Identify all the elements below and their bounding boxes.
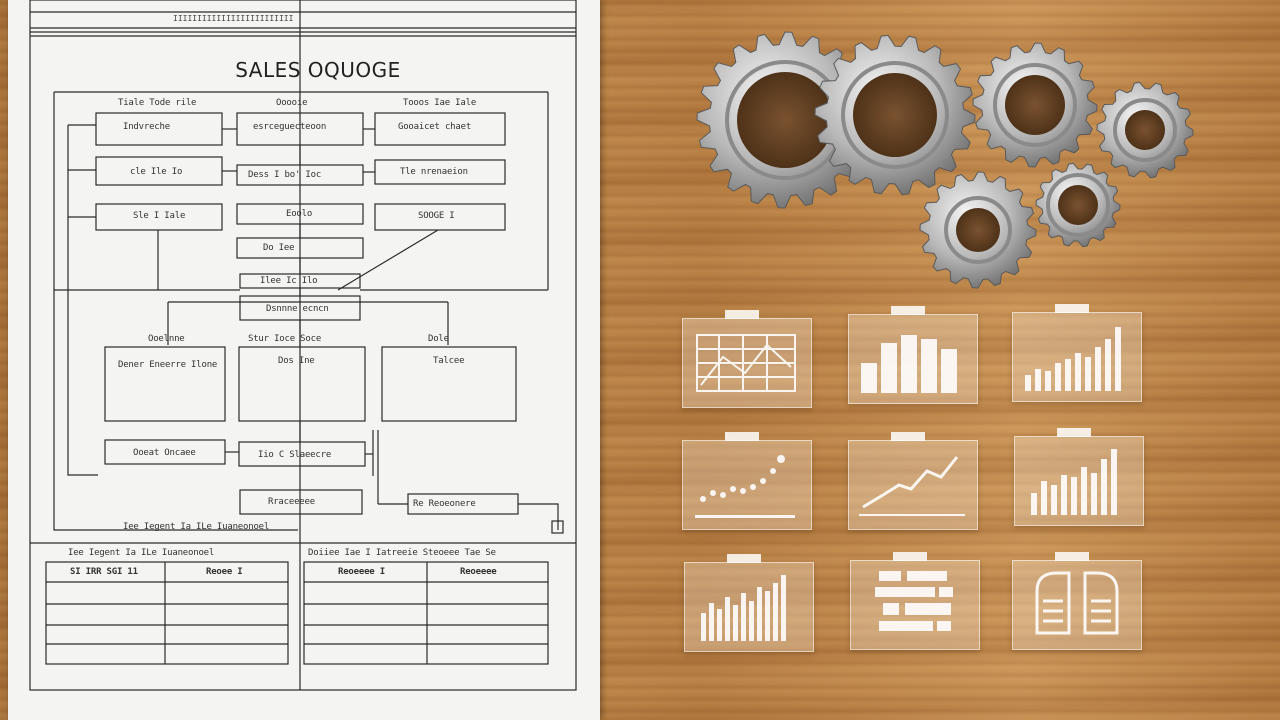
flow-label: Iio C Slaeecre [258,450,332,460]
table-header: Reoeeee [460,567,497,577]
card-tab [891,306,925,315]
gear-hole [1005,75,1065,135]
gear-hub-ring [841,61,949,169]
flow-label: Talcee [433,356,465,366]
card-tab [725,432,759,441]
document-header-text: IIIIIIIIIIIIIIIIIIIIIIIII [173,14,294,23]
flow-label: Gooaicet chaet [398,122,472,132]
flow-label: Dess I bo' Ioc [248,170,322,180]
gear-hub-ring [944,196,1012,264]
flow-label: Dole [428,334,449,344]
flow-label: Eoolo [286,209,313,219]
flow-label: Tle nrenaeion [400,167,468,177]
card-tab [893,552,927,561]
rising-bars-icon [1025,327,1121,391]
card-tab [1055,304,1089,313]
flow-label: Indvreche [123,122,170,132]
chart-card-bars [848,306,978,404]
table-header: Reoeeee I [338,567,385,577]
flow-label: Dsnnne ecncn [266,304,329,314]
gear-hole [1125,110,1165,150]
gear-hole [956,208,1000,252]
footer-caption: Iee Iegent Ia ILe Iuaneonoel [123,522,270,532]
chart-card-bars-rising [1012,304,1142,402]
sales-document: IIIIIIIIIIIIIIIIIIIIIIIII SALES OQUOGE T… [8,0,600,720]
chart-card-bars-2 [1014,428,1144,526]
card-tab [725,310,759,319]
metal-gears [696,31,1194,289]
flow-label: cle Ile Io [130,167,183,177]
gear-hole [737,72,833,168]
flow-label: Re Reoeonere [413,499,476,509]
bar-chart-icon [861,335,957,393]
bar-histogram-icon [1031,449,1117,515]
flow-label: Do Iee [263,243,295,253]
grid-chart-icon [696,334,796,392]
flow-blocks-icon [875,571,953,631]
flow-label: Ooooie [276,98,308,108]
flow-label: esrceguecteoon [253,122,327,132]
document-title: SALES OQUOGE [235,58,401,82]
chart-card-flow [850,552,980,650]
document-line-art [29,0,577,691]
gear-hub-ring [1046,173,1110,237]
flow-label: Dener Eneerre Ilone [118,360,218,370]
histogram-icon [701,575,786,641]
scatter-trend-icon [695,455,795,518]
gear-hub-ring [1113,98,1177,162]
section-caption: Doiiee Iae I Iatreeie Steoeee Tae Se [308,548,496,558]
flow-label: Dos Ine [278,356,315,366]
table-header: SI IRR SGI 11 [70,567,138,577]
gear-hub-ring [993,63,1077,147]
table-header: Reoee I [206,567,243,577]
chart-card-docs [1012,552,1142,650]
flow-label: Rraceeeee [268,497,315,507]
flow-label: Tiale Tode rile [118,98,197,108]
flow-label: Ooelnne [148,334,185,344]
flow-label: Ooeat Oncaee [133,448,196,458]
line-trend-icon [859,456,965,516]
flow-label: Stur Ioce Soce [248,334,322,344]
flow-label: Tooos Iae Iale [403,98,477,108]
document-pair-icon [1035,571,1119,635]
card-tab [1057,428,1091,437]
chart-card-line [848,432,978,530]
card-tab [1055,552,1089,561]
gear-hole [853,73,937,157]
section-caption: Iee Iegent Ia ILe Iuaneonoel [68,548,215,558]
gear-hole [1058,185,1098,225]
chart-card-grid [682,310,812,408]
flow-label: SOOGE I [418,211,455,221]
chart-card-scatter [682,432,812,530]
flow-label: Ilee Ic Ilo [260,276,318,286]
flow-label: Sle I Iale [133,211,186,221]
chart-card-histogram [684,554,814,652]
card-tab [727,554,761,563]
card-tab [891,432,925,441]
